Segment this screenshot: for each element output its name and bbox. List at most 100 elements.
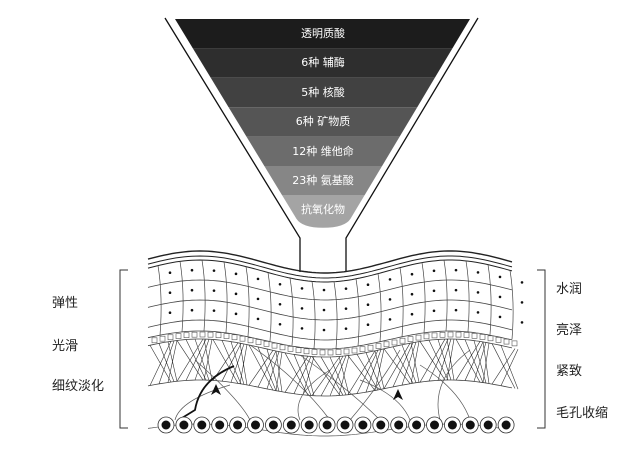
fat-cell-nucleus [483,420,493,430]
basal-cell [359,346,366,353]
collagen-fiber [257,350,277,388]
funnel-bands [175,19,470,228]
cell-nucleus [498,295,502,299]
fibroblast-cell [393,389,403,400]
cell-nucleus [168,311,172,315]
cell-wall [179,261,184,333]
collagen-fiber [320,355,344,397]
funnel-band [264,166,383,196]
basal-cell [407,336,414,342]
fat-cell-nucleus [430,420,439,430]
basal-cell [447,331,454,338]
funnel-band-label: 6种 矿物质 [295,115,351,129]
cell-wall [223,261,228,333]
fat-cell-nucleus [465,420,475,430]
collagen-fiber [365,349,382,393]
basal-cell [335,349,342,355]
cell-nucleus [476,271,480,274]
basal-cell [159,335,166,342]
cell-nucleus [278,282,282,286]
fat-cell-nucleus [215,420,225,430]
cell-nucleus [498,315,502,319]
cell-wall [443,260,448,332]
basal-cell [423,333,430,340]
basal-cell [455,331,462,338]
cell-nucleus [190,268,194,272]
funnel-band-label: 5种 核酸 [301,85,345,99]
basal-cell [255,339,262,345]
collagen-fiber [167,340,178,383]
funnel-band [246,136,400,166]
cell-nucleus [520,281,524,284]
collagen-fiber [392,342,414,388]
cell-nucleus [190,308,194,312]
basal-cell [175,333,182,339]
collagen-fiber [500,349,519,386]
cell-wall [399,267,404,338]
collagen-fiber [230,343,245,383]
collagen-fiber [347,350,376,395]
cell-nucleus [344,307,348,310]
collagen-fiber [383,343,411,389]
fat-cell-nucleus [447,420,457,430]
cell-wall [289,277,294,346]
collagen-fiber [194,339,210,381]
cell-nucleus [520,301,524,304]
cell-row-line [147,299,513,321]
funnel-outline-right [345,17,479,272]
nerve-fiber [249,344,331,421]
basal-cell [375,343,382,349]
basal-layer-line [147,330,513,350]
funnel-band [175,19,470,49]
collagen-fiber [482,342,490,383]
cell-nucleus [168,291,172,295]
basal-cell [207,331,214,338]
cell-nucleus [322,288,326,292]
basal-cell [183,332,190,339]
fat-cell-nucleus [376,420,386,430]
basal-cell [191,331,198,338]
fat-cell-nucleus [412,420,422,430]
cell-nucleus [520,321,524,324]
cell-nucleus [256,297,260,301]
basal-cell [319,349,326,356]
nerve-fiber [299,354,381,421]
cell-wall [333,281,338,349]
collagen-fiber [374,348,385,391]
cell-nucleus [322,328,326,332]
collagen-fiber [176,338,204,382]
basal-cell [495,337,502,343]
cell-nucleus [410,272,414,276]
collagen-fiber [239,344,248,384]
collagen-fiber [428,338,449,382]
basal-cell [295,347,302,354]
cell-nucleus [432,289,436,293]
collagen-fiber [149,341,172,386]
nerve-fiber [194,359,251,421]
funnel-outline-left [164,17,301,272]
cell-nucleus [432,309,436,313]
basal-cell [287,346,294,352]
collagen-fiber [446,338,455,381]
funnel-band-label: 6种 辅酶 [301,56,345,70]
cell-nucleus [388,298,392,301]
basal-cell [327,349,334,356]
cell-nucleus [234,312,238,316]
fibroblast-cell [211,384,221,395]
fat-cell-nucleus [501,420,511,430]
cell-nucleus [344,327,348,330]
basal-cell [367,344,374,351]
funnel-band-label: 透明质酸 [301,27,345,40]
cell-nucleus [322,308,326,312]
cell-nucleus [454,268,458,272]
basal-cell [151,337,158,344]
fat-cell-nucleus [286,420,296,430]
fat-cell-nucleus [161,420,171,430]
epidermis-line [147,259,513,283]
basal-cell [511,340,518,347]
nerve-fiber [349,349,401,421]
cell-nucleus [234,292,238,296]
collagen-fiber [293,356,312,394]
cell-nucleus [300,287,304,290]
